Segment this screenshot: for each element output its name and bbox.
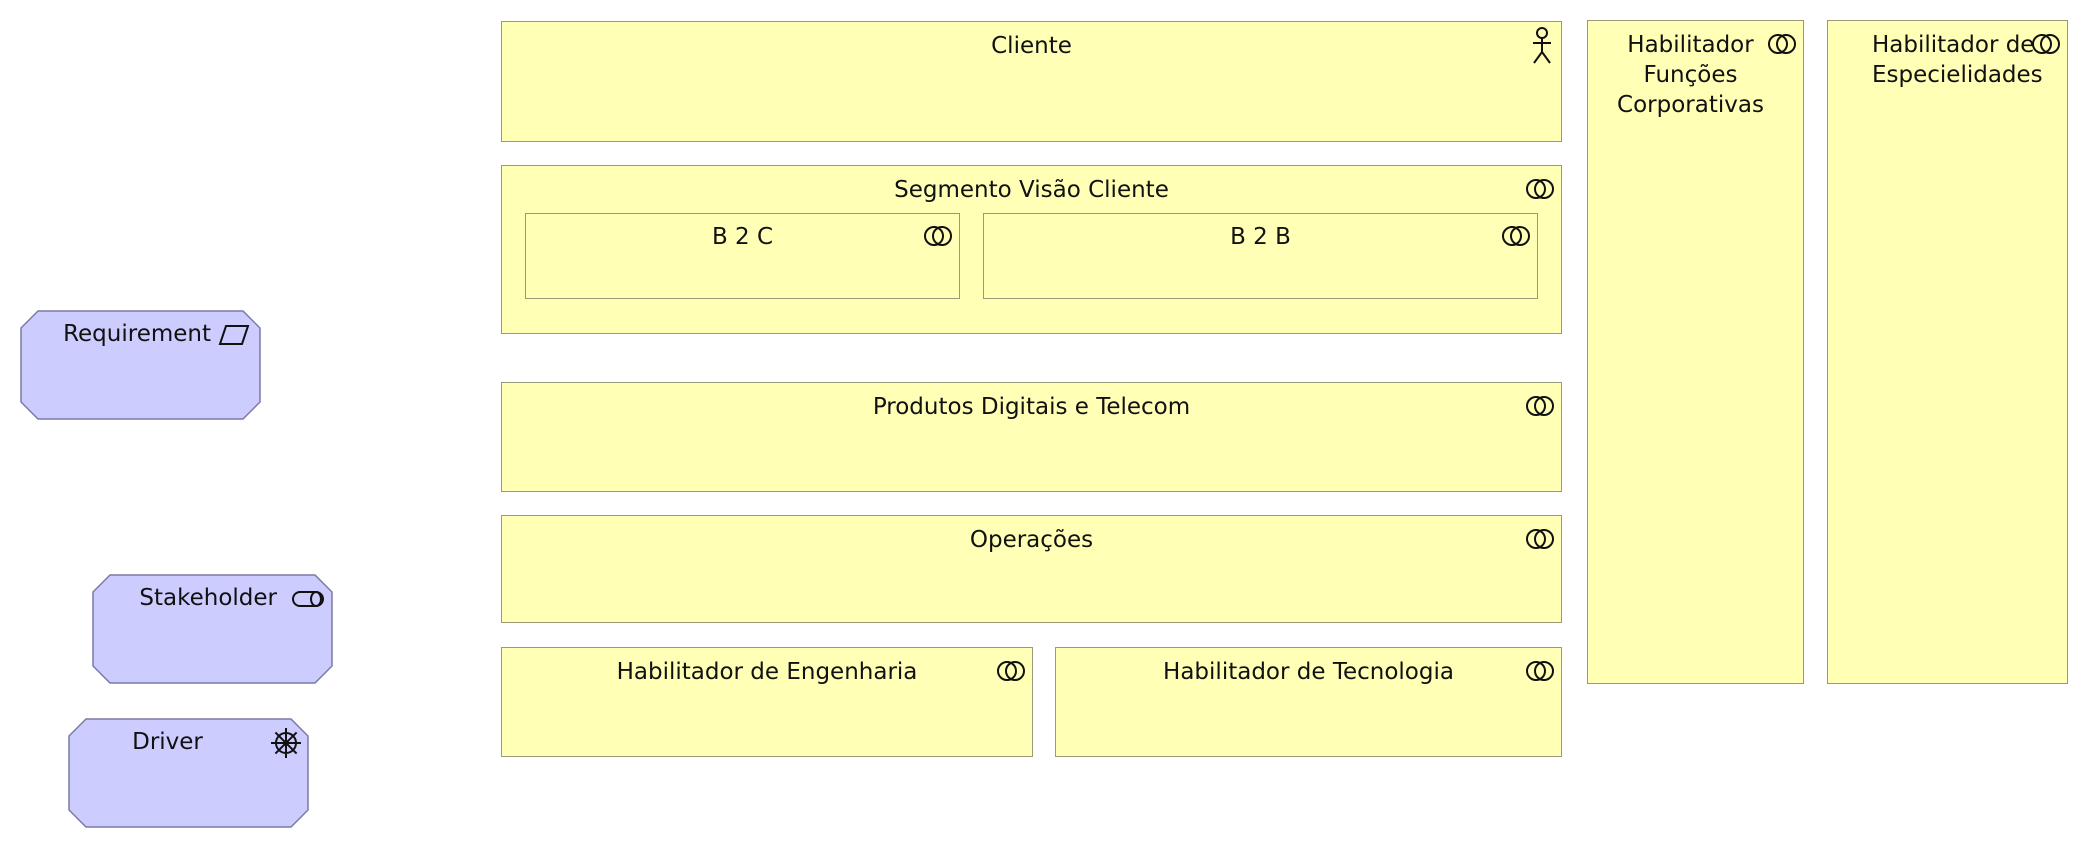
segmento-label: Segmento Visão Cliente — [894, 177, 1169, 203]
stakeholder-label: Stakeholder — [139, 585, 277, 611]
b2b-label: B 2 B — [1230, 224, 1291, 250]
collaboration-icon — [2029, 29, 2063, 59]
habilitador-tecnologia-box[interactable]: Habilitador de Tecnologia — [1055, 647, 1562, 757]
collaboration-icon — [921, 221, 955, 251]
collaboration-icon — [1523, 656, 1557, 686]
tecnologia-label: Habilitador de Tecnologia — [1163, 659, 1454, 685]
habilitador-especialidades-box[interactable]: Habilitador de Especielidades — [1827, 20, 2068, 684]
collaboration-icon — [1765, 29, 1799, 59]
produtos-digitais-box[interactable]: Produtos Digitais e Telecom — [501, 382, 1562, 492]
b2c-box[interactable]: B 2 C — [525, 213, 960, 299]
driver-icon — [269, 726, 303, 760]
driver-box[interactable]: Driver — [68, 718, 309, 828]
habilitador-engenharia-box[interactable]: Habilitador de Engenharia — [501, 647, 1033, 757]
requirement-box[interactable]: Requirement — [20, 310, 261, 420]
funcoes-label: Habilitador Funções Corporativas — [1617, 32, 1764, 118]
collaboration-icon — [1523, 391, 1557, 421]
b2c-label: B 2 C — [711, 224, 774, 250]
operacoes-box[interactable]: Operações — [501, 515, 1562, 623]
requirement-label: Requirement — [63, 321, 211, 347]
requirement-icon — [217, 320, 251, 350]
collaboration-icon — [1523, 174, 1557, 204]
driver-label: Driver — [132, 729, 203, 755]
collaboration-icon — [994, 656, 1028, 686]
actor-icon — [1529, 26, 1555, 66]
especialidades-label: Habilitador de Especielidades — [1872, 32, 2043, 88]
collaboration-icon — [1499, 221, 1533, 251]
segmento-visao-cliente-box[interactable]: Segmento Visão Cliente B 2 C B 2 B — [501, 165, 1562, 334]
habilitador-funcoes-box[interactable]: Habilitador Funções Corporativas — [1587, 20, 1804, 684]
operacoes-label: Operações — [969, 527, 1094, 553]
cliente-box[interactable]: Cliente — [501, 21, 1562, 142]
stakeholder-box[interactable]: Stakeholder — [92, 574, 333, 684]
stakeholder-icon — [291, 584, 325, 614]
produtos-label: Produtos Digitais e Telecom — [872, 394, 1191, 420]
collaboration-icon — [1523, 524, 1557, 554]
cliente-label: Cliente — [991, 33, 1072, 59]
b2b-box[interactable]: B 2 B — [983, 213, 1538, 299]
engenharia-label: Habilitador de Engenharia — [616, 659, 918, 685]
